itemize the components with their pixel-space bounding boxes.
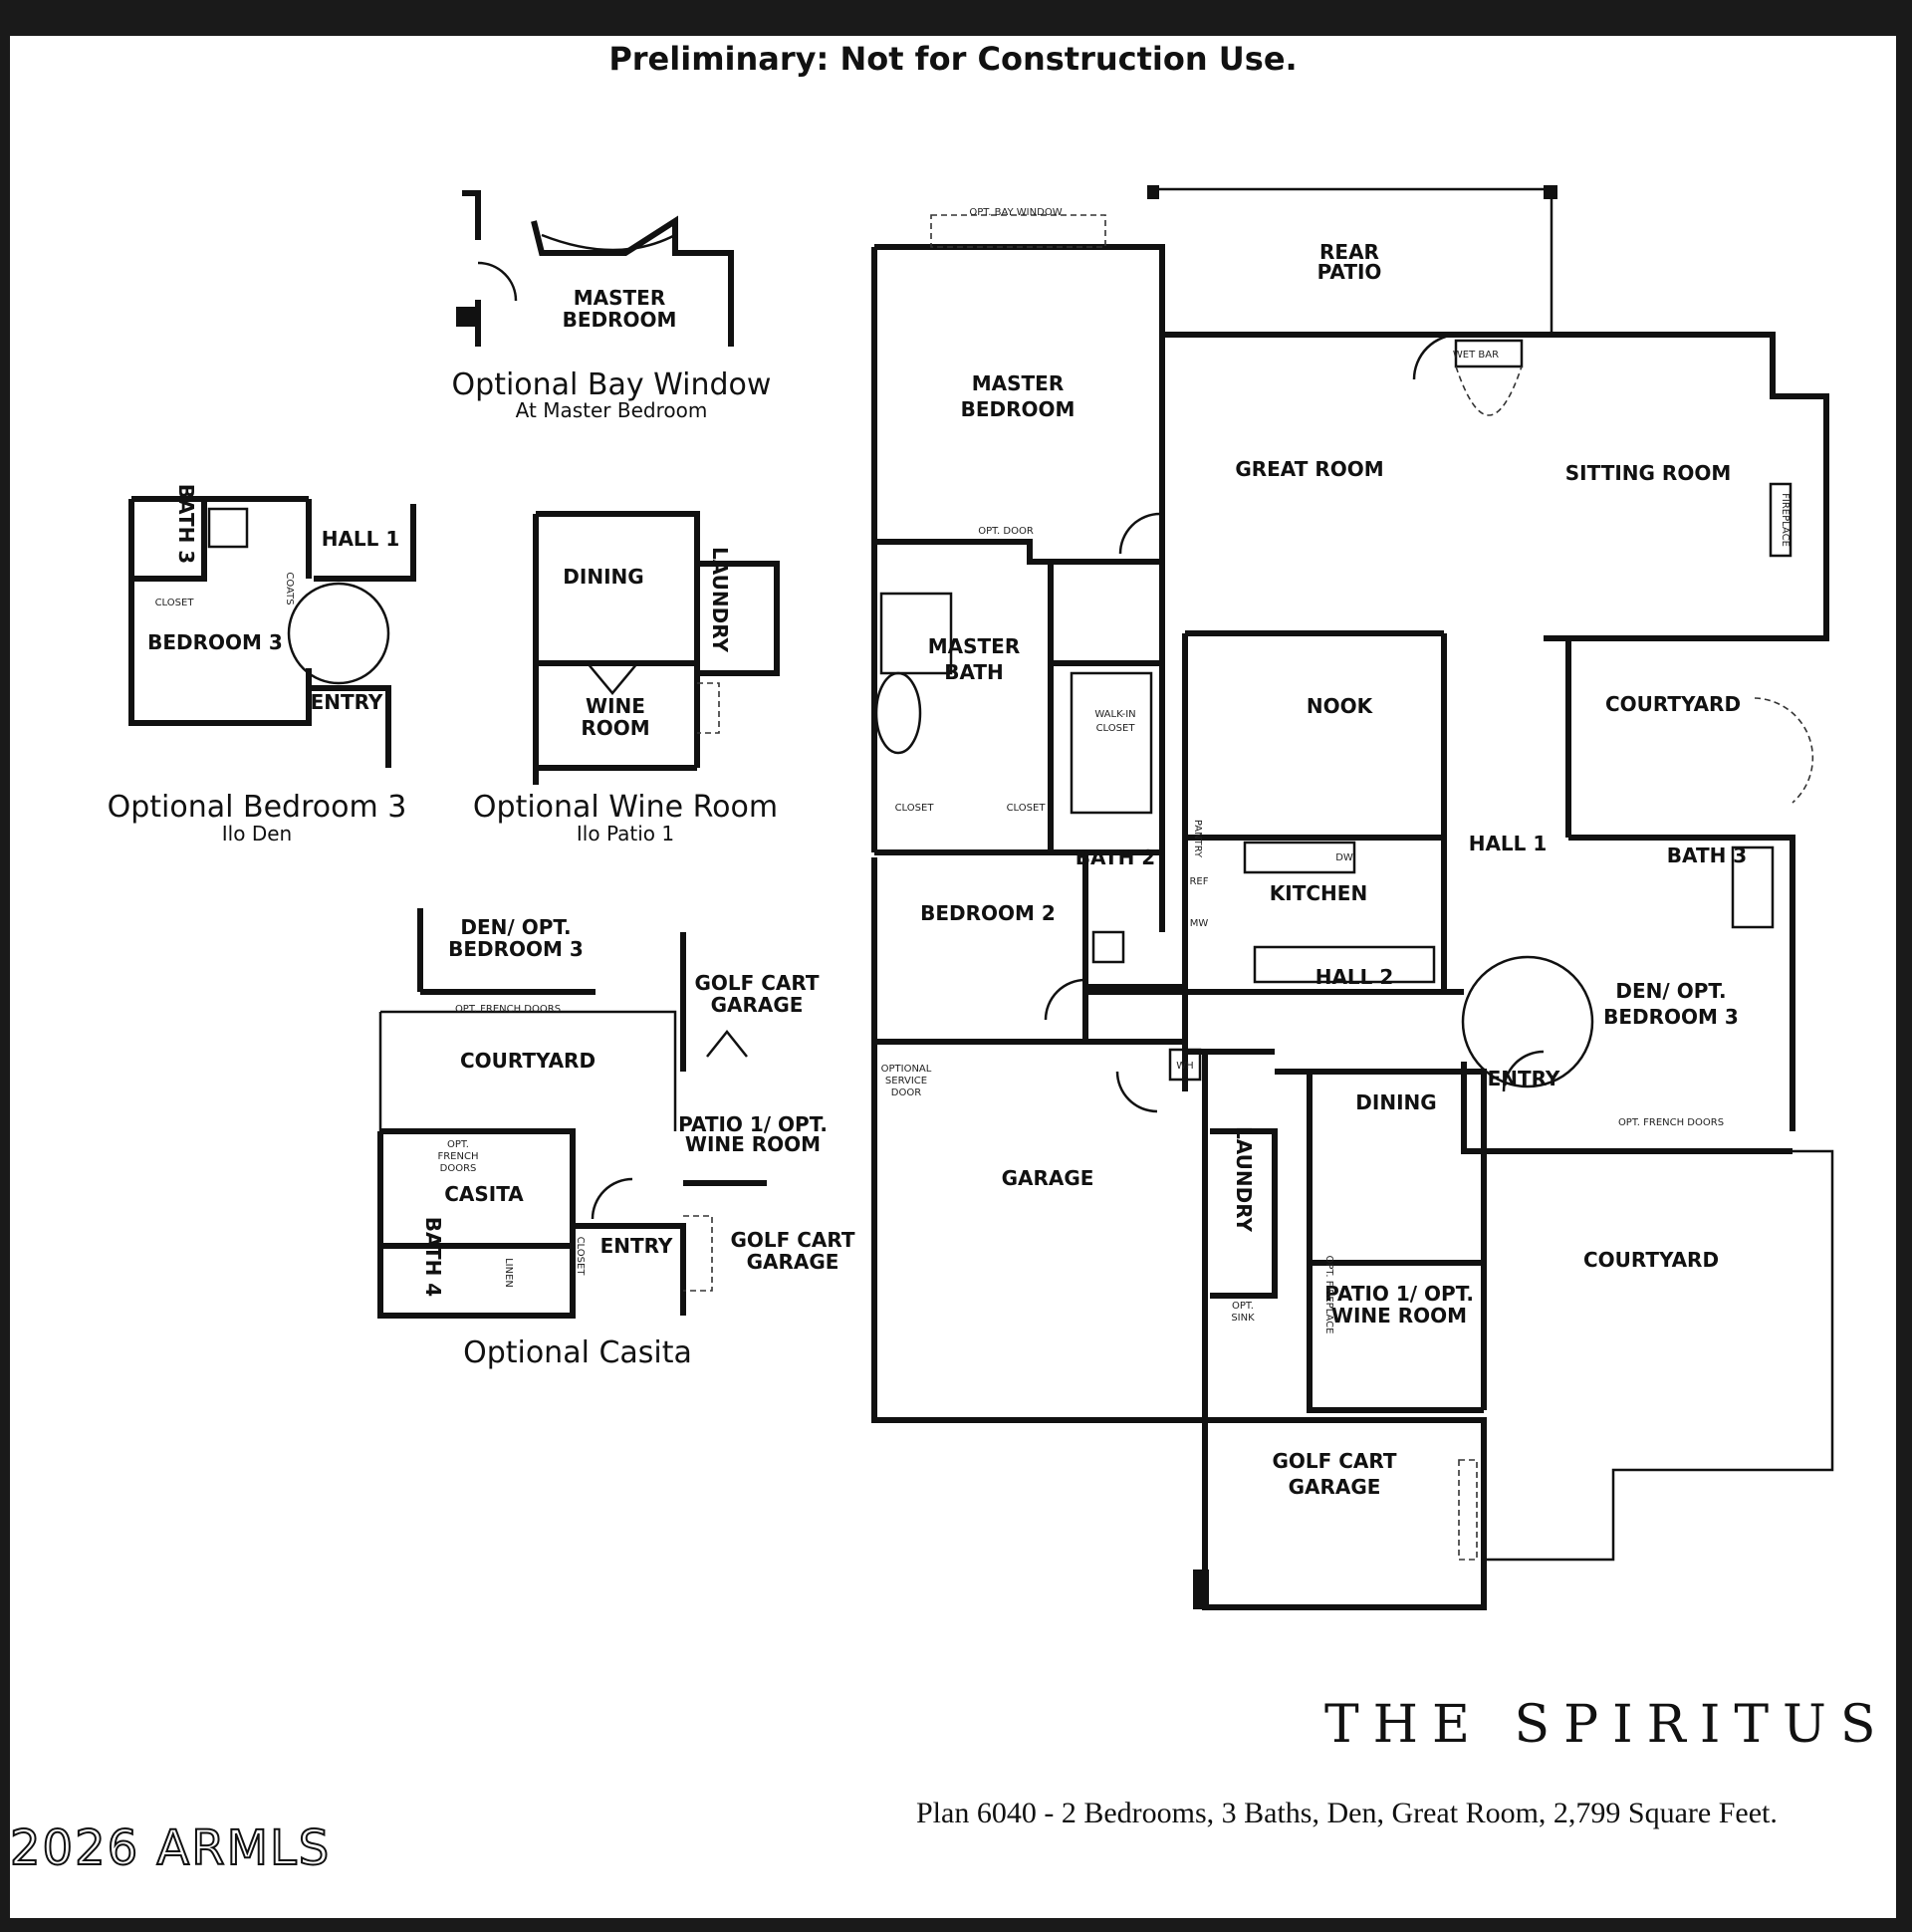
closet-label-b: CLOSET — [1007, 803, 1047, 814]
bath-3-label: BATH 3 — [1667, 844, 1747, 867]
casita-linen-label: LINEN — [503, 1258, 514, 1288]
main-small-labels: OPT. BAY WINDOW WET BAR FIREPLACE OPT. D… — [881, 207, 1791, 1333]
dw-label: DW — [1335, 852, 1353, 863]
casita-label: CASITA — [444, 1182, 524, 1206]
wh-label: WH — [1176, 1061, 1193, 1072]
casita-closet-label: CLOSET — [575, 1237, 586, 1277]
kitchen-label: KITCHEN — [1270, 881, 1367, 905]
den-label: DEN/ OPT.BEDROOM 3 — [1603, 979, 1739, 1029]
hall-1-label: HALL 1 — [1469, 832, 1548, 855]
opt-fireplace-label: OPT. FIREPLACE — [1323, 1256, 1334, 1334]
casita-entry-label: ENTRY — [600, 1234, 673, 1258]
entry-label: ENTRY — [1488, 1067, 1560, 1090]
bed3-bedroom3-label: BEDROOM 3 — [147, 630, 283, 654]
bedroom-3-caption: Optional Bedroom 3 — [108, 790, 407, 825]
bay-window-caption: Optional Bay Window — [452, 367, 772, 402]
armls-watermark: 2026 ARMLS — [9, 1819, 332, 1877]
bedroom-3-subcaption: Ilo Den — [222, 822, 292, 845]
casita-courtyard-label: COURTYARD — [460, 1049, 596, 1073]
wet-bar-label: WET BAR — [1453, 350, 1499, 361]
preliminary-header: Preliminary: Not for Construction Use. — [608, 40, 1298, 78]
entry-rotunda — [1461, 955, 1594, 1088]
fireplace-label: FIREPLACE — [1780, 493, 1791, 547]
optional-bedroom-3-inset: BATH 3 HALL 1 BEDROOM 3 ENTRY CLOSET COA… — [108, 484, 416, 845]
bed3-coats-label: COATS — [284, 572, 295, 604]
kitchen-island — [1253, 945, 1436, 984]
casita-den-label: DEN/ OPT.BEDROOM 3 — [448, 915, 584, 961]
courtyard-bottom-label: COURTYARD — [1583, 1248, 1719, 1272]
opt-bay-window-outline — [930, 214, 1106, 248]
tub — [874, 671, 922, 755]
bed3-closet-label: CLOSET — [155, 598, 195, 608]
kitchen-counter — [1243, 841, 1356, 874]
wine-laundry-label: LAUNDRY — [708, 547, 732, 652]
bay-window-subcaption: At Master Bedroom — [516, 398, 708, 422]
patio-wine-label: PATIO 1/ OPT.WINE ROOM — [1324, 1282, 1474, 1328]
floor-plan-sheet: Preliminary: Not for Construction Use. — [9, 36, 1896, 1918]
opt-sink-label: OPT.SINK — [1231, 1301, 1255, 1324]
sitting-room-label: SITTING ROOM — [1565, 461, 1731, 485]
courtyard-right-label: COURTYARD — [1605, 692, 1741, 716]
pantry-label: PANTRY — [1192, 820, 1203, 858]
bed3-entry-label: ENTRY — [311, 690, 383, 714]
plan-info: Plan 6040 - 2 Bedrooms, 3 Baths, Den, Gr… — [916, 1797, 1778, 1829]
nook-label: NOOK — [1307, 694, 1374, 718]
bed3-bath3-label: BATH 3 — [174, 484, 198, 564]
wine-room-subcaption: Ilo Patio 1 — [577, 822, 674, 845]
wine-dining-label: DINING — [563, 565, 643, 589]
great-room-label: GREAT ROOM — [1235, 457, 1383, 481]
bath-2-label: BATH 2 — [1076, 845, 1155, 869]
bed3-hall1-label: HALL 1 — [322, 527, 400, 551]
courtyard-outline — [1484, 1149, 1834, 1562]
ref-label: REF — [1189, 876, 1208, 887]
shower-stall — [879, 592, 953, 675]
laundry-label: LAUNDRY — [1232, 1126, 1256, 1232]
closet-label-a: CLOSET — [895, 803, 935, 814]
bedroom-2-label: BEDROOM 2 — [920, 901, 1056, 925]
garage-label: GARAGE — [1002, 1166, 1094, 1190]
dining-label: DINING — [1355, 1090, 1436, 1114]
casita-patio-wine-label: PATIO 1/ OPT.WINE ROOM — [678, 1112, 828, 1156]
mw-label: MW — [1190, 918, 1209, 929]
main-plan — [871, 185, 1834, 1610]
hall-2-label: HALL 2 — [1315, 965, 1394, 989]
casita-bath4-label: BATH 4 — [421, 1217, 445, 1297]
opt-french-doors-label: OPT. FRENCH DOORS — [1618, 1117, 1724, 1128]
casita-caption: Optional Casita — [463, 1335, 692, 1370]
water-heater — [1168, 1048, 1202, 1082]
brand-title: THE SPIRITUS — [1324, 1695, 1890, 1755]
opt-bay-window-label: OPT. BAY WINDOW — [969, 207, 1062, 218]
casita-opt-french-doors-label: OPT. FRENCH DOORS — [455, 1004, 561, 1015]
wine-room-caption: Optional Wine Room — [473, 790, 778, 825]
opt-door-label: OPT. DOOR — [978, 526, 1034, 537]
